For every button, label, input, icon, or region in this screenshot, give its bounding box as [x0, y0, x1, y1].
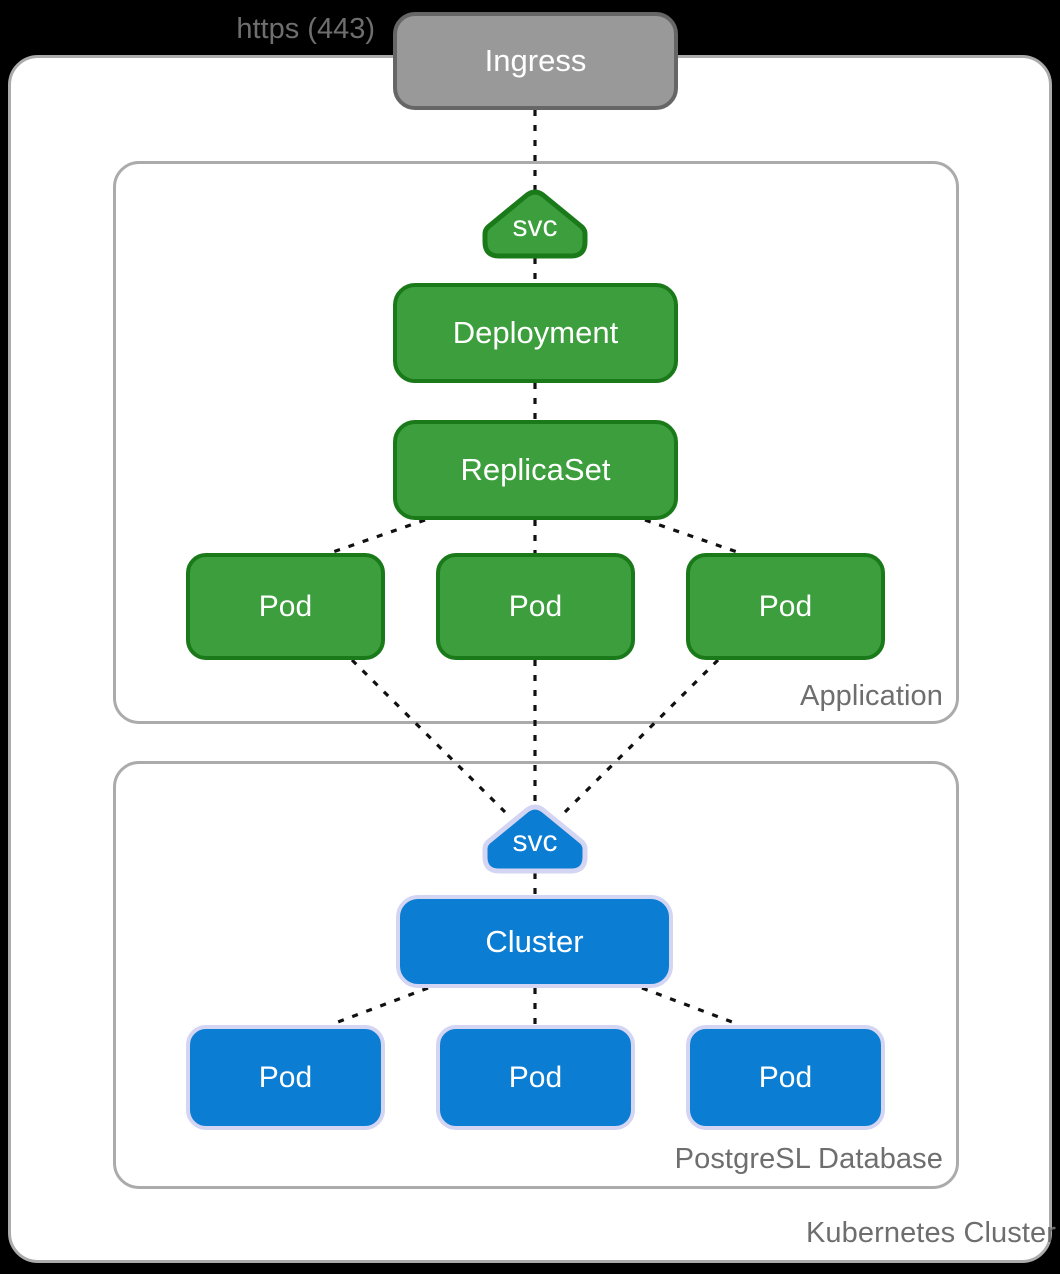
service-label-application: svc: [512, 210, 558, 243]
service-label-database: svc: [512, 825, 558, 858]
service-shape-application[interactable]: [477, 186, 593, 262]
application-pod-1[interactable]: Pod: [186, 553, 385, 660]
ingress-node[interactable]: Ingress: [393, 12, 678, 110]
application-pod-3[interactable]: Pod: [686, 553, 885, 660]
edge-cluster-to-pod-db-3: [641, 986, 741, 1027]
edge-replicaset-to-pod-app-3: [644, 518, 741, 555]
edge-pod-app-1-to-svc-db: [350, 658, 507, 814]
edge-cluster-to-pod-db-1: [329, 986, 429, 1027]
service-shape-database[interactable]: [477, 801, 593, 877]
deployment-node[interactable]: Deployment: [393, 283, 678, 383]
application-container-label: Application: [800, 680, 943, 712]
edge-replicaset-to-pod-app-1: [329, 518, 426, 555]
database-pod-2[interactable]: Pod: [436, 1025, 635, 1130]
https-port-label: https (443): [236, 13, 375, 45]
kubernetes-cluster-label: Kubernetes Cluster: [805, 1217, 1056, 1249]
database-cluster-node[interactable]: Cluster: [396, 895, 673, 988]
database-container-label: PostgreSL Database: [674, 1143, 943, 1175]
replicaset-node[interactable]: ReplicaSet: [393, 420, 678, 520]
database-pod-1[interactable]: Pod: [186, 1025, 385, 1130]
application-pod-2[interactable]: Pod: [436, 553, 635, 660]
database-pod-3[interactable]: Pod: [686, 1025, 885, 1130]
edge-pod-app-3-to-svc-db: [563, 658, 720, 814]
